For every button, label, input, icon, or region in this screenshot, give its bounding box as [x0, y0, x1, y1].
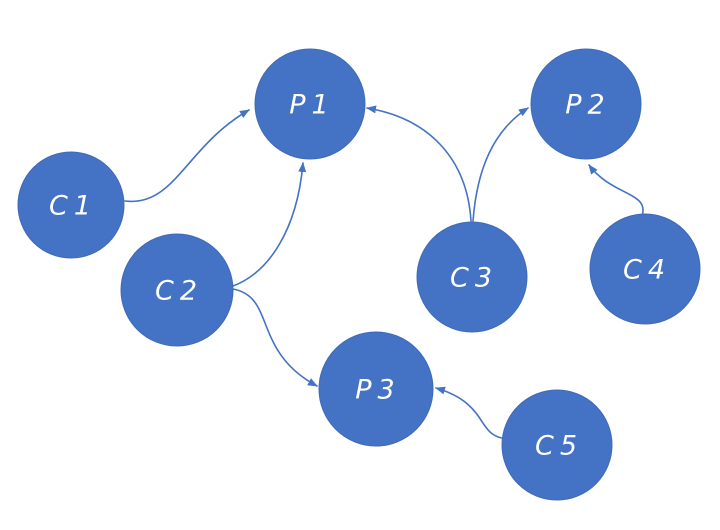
- node-circle-C2[interactable]: [120, 233, 234, 347]
- node-C4[interactable]: C4: [589, 213, 701, 325]
- node-circle-C1[interactable]: [17, 151, 125, 259]
- node-circle-C4[interactable]: [589, 213, 701, 325]
- node-C5[interactable]: C5: [501, 389, 613, 501]
- node-C1[interactable]: C1: [17, 151, 125, 259]
- node-P1[interactable]: P1: [254, 48, 366, 160]
- connector-C1-to-P1[interactable]: [124, 109, 250, 203]
- connectors-layer: [124, 105, 644, 439]
- node-circle-C3[interactable]: [416, 221, 528, 333]
- node-circle-P1[interactable]: [254, 48, 366, 160]
- node-C3[interactable]: C3: [416, 221, 528, 333]
- node-circle-P3[interactable]: [318, 331, 434, 447]
- node-P2[interactable]: P2: [530, 48, 642, 160]
- connector-C3-to-P2[interactable]: [472, 107, 529, 222]
- node-P3[interactable]: P3: [318, 331, 434, 447]
- node-circle-P2[interactable]: [530, 48, 642, 160]
- connector-C4-to-P2[interactable]: [588, 164, 644, 217]
- node-C2[interactable]: C2: [120, 233, 234, 347]
- node-circle-C5[interactable]: [501, 389, 613, 501]
- connector-C2-to-P3[interactable]: [232, 288, 318, 387]
- connector-C2-to-P1[interactable]: [232, 162, 307, 287]
- connector-C5-to-P3[interactable]: [435, 386, 503, 439]
- connector-C3-to-P1[interactable]: [366, 105, 472, 222]
